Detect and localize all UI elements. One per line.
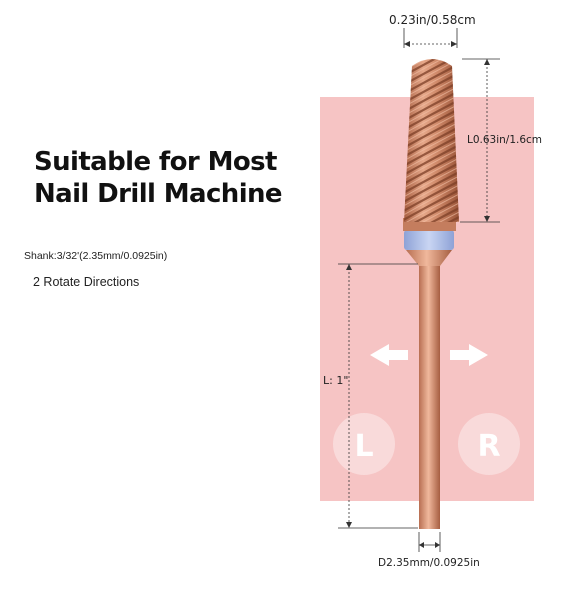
dim-left-arrow-bottom (346, 522, 352, 528)
flute-groove (398, 0, 465, 7)
drill-shank (419, 252, 440, 529)
dim-left-arrow-top (346, 264, 352, 270)
left-rotation-letter: L (354, 429, 373, 464)
head-length-label: L0.63in/1.6cm (467, 134, 543, 146)
dim-bottom-arrow-left (419, 542, 424, 548)
flute-highlight (404, 59, 459, 84)
dim-right-arrow-bottom (484, 216, 490, 222)
arrow-left-icon (370, 344, 408, 366)
shank-diameter-label: D2.35mm/0.0925in (378, 557, 480, 569)
flute-highlight (404, 217, 459, 222)
rotate-directions-spec: 2 Rotate Directions (33, 275, 140, 289)
dim-top-arrow-right (451, 41, 457, 47)
headline-line-1: Suitable for Most (34, 147, 277, 177)
dim-right-arrow-top (484, 59, 490, 65)
shank-spec: Shank:3/32'(2.35mm/0.0925in) (24, 250, 168, 262)
flute-groove (404, 59, 459, 80)
right-rotation-circle (458, 413, 520, 475)
shank-length-label: L: 1" (323, 374, 349, 387)
drill-band (404, 230, 454, 250)
flute-groove (404, 213, 459, 222)
headline: Suitable for Most Nail Drill Machine (34, 146, 283, 210)
flute-highlight (404, 208, 459, 222)
head-diameter-label: 0.23in/0.58cm (389, 13, 476, 27)
flute-highlight (398, 0, 465, 11)
dim-top-arrow-left (404, 41, 410, 47)
shank-neck (406, 250, 452, 266)
right-rotation-letter: R (477, 429, 500, 464)
flute-highlight (398, 0, 465, 2)
left-rotation-circle (333, 413, 395, 475)
headline-line-2: Nail Drill Machine (34, 179, 283, 209)
arrow-right-icon (450, 344, 488, 366)
flute-groove (404, 59, 459, 89)
dim-bottom-arrow-right (435, 542, 440, 548)
